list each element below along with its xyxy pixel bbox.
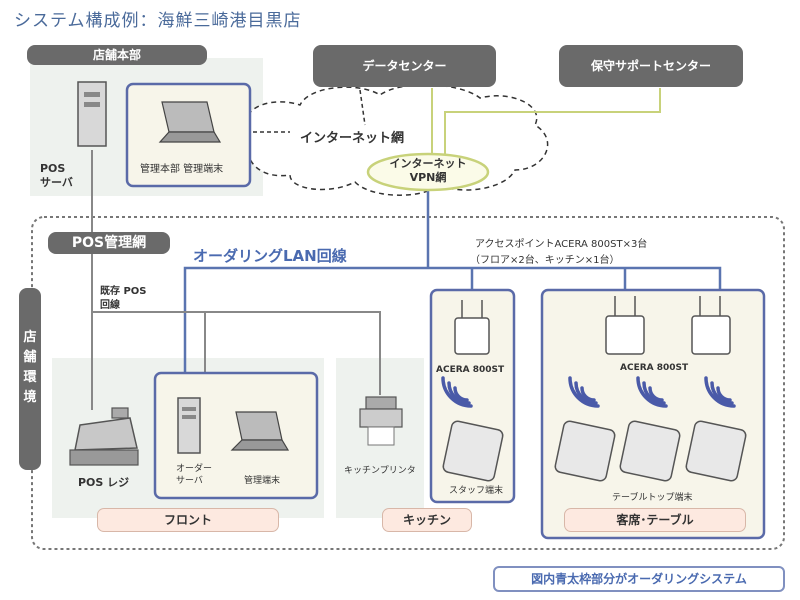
access-point-line2: （フロア×2台、キッチン×1台） bbox=[470, 255, 620, 266]
ordering-lan-label: オーダリングLAN回線 bbox=[193, 247, 347, 265]
table-ap-label: ACERA 800ST bbox=[620, 363, 689, 373]
pos-register-label: POS レジ bbox=[78, 476, 130, 489]
kitchen-label: キッチン bbox=[382, 508, 472, 532]
tablet-icon bbox=[442, 420, 747, 482]
dc-internet-link bbox=[359, 89, 366, 126]
vpn-oval bbox=[366, 152, 490, 192]
vpn-support-link bbox=[444, 88, 661, 160]
wifi-icon bbox=[441, 376, 736, 408]
table-access-point-1-icon bbox=[605, 296, 645, 355]
store-env-label: 店 舗 環 境 bbox=[19, 288, 41, 470]
hq-laptop-icon bbox=[158, 101, 222, 143]
order-server-icon bbox=[177, 397, 201, 454]
table-label: 客席･テーブル bbox=[564, 508, 746, 532]
ordering-lan-bus bbox=[183, 266, 722, 378]
kitchen-printer-icon bbox=[359, 396, 403, 446]
vpn-label: インターネット VPN網 bbox=[389, 157, 467, 184]
staff-access-point-icon bbox=[454, 300, 490, 355]
hq-terminal-label: 管理本部 管理端末 bbox=[140, 164, 224, 175]
legend-box: 図内青太枠部分がオーダリングシステム bbox=[493, 566, 785, 592]
internet-label: インターネット網 bbox=[300, 131, 405, 146]
table-terminal-label: テーブルトップ端末 bbox=[612, 493, 693, 503]
data-center-box: データセンター bbox=[313, 45, 496, 87]
support-center-box: 保守サポートセンター bbox=[559, 45, 743, 87]
staff-terminal-label: スタッフ端末 bbox=[449, 486, 504, 496]
front-label: フロント bbox=[97, 508, 279, 532]
table-access-point-2-icon bbox=[691, 296, 731, 355]
staff-ap-label: ACERA 800ST bbox=[436, 365, 505, 375]
pos-network-label: POS管理網 bbox=[48, 232, 170, 254]
page-title: システム構成例：海鮮三崎港目黒店 bbox=[14, 11, 302, 31]
existing-pos-label: 既存 POS 回線 bbox=[100, 286, 147, 311]
front-laptop-icon bbox=[230, 411, 290, 451]
kitchen-printer-label: キッチンプリンタ bbox=[344, 466, 416, 476]
pos-server-icon bbox=[77, 81, 107, 147]
pos-server-label: POS サーバ bbox=[40, 162, 73, 189]
pos-line bbox=[91, 150, 381, 395]
hq-label: 店舗本部 bbox=[27, 45, 207, 65]
front-terminal-label: 管理端末 bbox=[244, 476, 281, 486]
pos-register-icon bbox=[69, 407, 139, 466]
access-point-line1: アクセスポイントACERA 800ST×3台 bbox=[475, 239, 648, 250]
order-server-label: オーダー サーバ bbox=[176, 464, 213, 486]
